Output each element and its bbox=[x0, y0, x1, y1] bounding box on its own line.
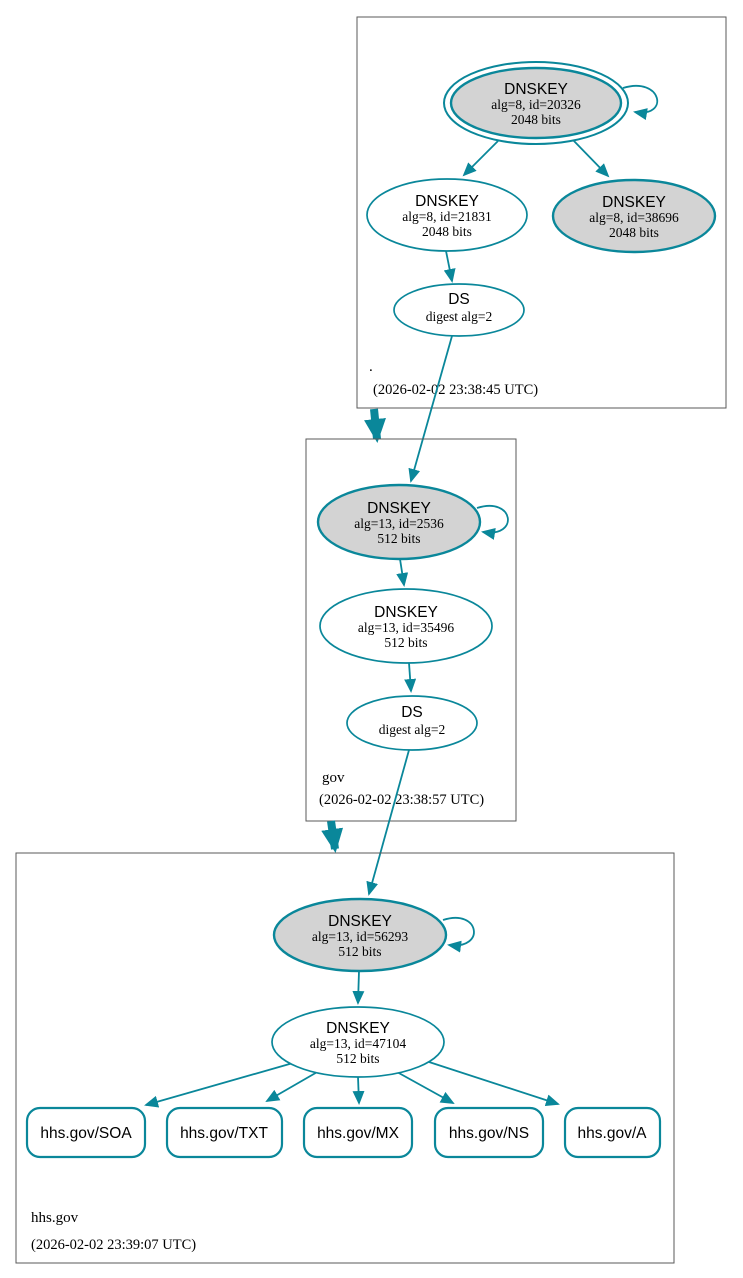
node-type-label: DNSKEY bbox=[326, 1020, 390, 1037]
rrset-box bbox=[563, 1106, 662, 1159]
rrset-node-hhs-gov-ns[interactable]: hhs.gov/NS bbox=[433, 1106, 545, 1159]
edge-root-ksk-to-zsk-21831 bbox=[462, 140, 499, 177]
node-type-label: DS bbox=[401, 704, 423, 721]
edge-hhs-ksk-self-sign bbox=[442, 917, 475, 953]
dnskey-ellipse bbox=[319, 588, 493, 664]
rrset-box bbox=[25, 1106, 147, 1159]
node-detail-label: alg=8, id=21831 bbox=[402, 209, 491, 224]
rrset-box bbox=[165, 1106, 284, 1159]
ds-node-root[interactable]: DS digest alg=2 bbox=[393, 283, 525, 337]
rrset-node-hhs-gov-txt[interactable]: hhs.gov/TXT bbox=[165, 1106, 284, 1159]
node-type-label: DS bbox=[448, 291, 470, 308]
zone-name-label: hhs.gov bbox=[31, 1210, 79, 1226]
rrset-label: hhs.gov/MX bbox=[317, 1125, 400, 1142]
edge-gov-ksk-self-sign bbox=[476, 505, 509, 540]
dnskey-ellipse bbox=[271, 1006, 445, 1078]
node-size-label: 512 bits bbox=[336, 1051, 379, 1066]
zone-box bbox=[356, 16, 727, 409]
rrset-box bbox=[433, 1106, 545, 1159]
node-size-label: 2048 bits bbox=[511, 112, 561, 127]
node-detail-label: digest alg=2 bbox=[379, 722, 445, 737]
dnskey-node-56293[interactable]: DNSKEY alg=13, id=56293 512 bits bbox=[272, 897, 448, 973]
node-detail-label: alg=8, id=38696 bbox=[589, 210, 679, 225]
rrset-node-hhs-gov-soa[interactable]: hhs.gov/SOA bbox=[25, 1106, 147, 1159]
zone-name-label: gov bbox=[322, 770, 345, 786]
edge-gov-ksk-to-zsk bbox=[396, 558, 409, 587]
node-detail-label: alg=8, id=20326 bbox=[491, 97, 581, 112]
node-type-label: DNSKEY bbox=[367, 500, 431, 517]
edge-hhs-zsk-to-mx bbox=[352, 1076, 365, 1105]
node-detail-label: digest alg=2 bbox=[426, 309, 492, 324]
edge-delegation-root-to-gov bbox=[364, 408, 386, 443]
edge-hhs-ksk-to-zsk bbox=[352, 970, 365, 1005]
edge-gov-zsk-to-ds bbox=[404, 662, 417, 693]
dnskey-node-21831[interactable]: DNSKEY alg=8, id=21831 2048 bits bbox=[366, 178, 528, 252]
node-detail-label: alg=13, id=56293 bbox=[312, 929, 408, 944]
zone-box bbox=[305, 438, 517, 822]
node-size-label: 512 bits bbox=[377, 531, 420, 546]
node-size-label: 512 bits bbox=[384, 635, 427, 650]
ds-ellipse bbox=[346, 695, 478, 751]
rrset-node-hhs-gov-mx[interactable]: hhs.gov/MX bbox=[302, 1106, 414, 1159]
zone-gov: DNSKEY alg=13, id=2536 512 bits DNSKEY a… bbox=[305, 438, 517, 822]
edge-hhs-zsk-to-soa bbox=[144, 1062, 294, 1108]
rrset-node-hhs-gov-a[interactable]: hhs.gov/A bbox=[563, 1106, 662, 1159]
zone-root: DNSKEY alg=8, id=20326 2048 bits DNSKEY … bbox=[356, 16, 727, 409]
dnskey-ellipse bbox=[366, 178, 528, 252]
node-type-label: DNSKEY bbox=[328, 913, 392, 930]
zone-box bbox=[15, 852, 675, 1264]
node-detail-label: alg=13, id=2536 bbox=[354, 516, 444, 531]
dnskey-ellipse bbox=[272, 897, 448, 973]
edge-hhs-zsk-to-ns bbox=[396, 1071, 455, 1104]
node-size-label: 2048 bits bbox=[422, 224, 472, 239]
node-size-label: 512 bits bbox=[338, 944, 381, 959]
edge-root-ksk-self-sign bbox=[622, 85, 659, 120]
dnskey-ellipse bbox=[449, 66, 623, 140]
edge-root-ds-to-gov-dnskey bbox=[408, 335, 453, 483]
edge-hhs-zsk-to-a bbox=[428, 1061, 560, 1106]
rrset-label: hhs.gov/A bbox=[578, 1125, 648, 1142]
edge-delegation-gov-to-hhs bbox=[321, 820, 344, 853]
zone-timestamp: (2026-02-02 23:38:57 UTC) bbox=[319, 792, 484, 808]
dnskey-node-2536[interactable]: DNSKEY alg=13, id=2536 512 bits bbox=[316, 483, 482, 561]
dnskey-node-38696[interactable]: DNSKEY alg=8, id=38696 2048 bits bbox=[551, 178, 717, 254]
edge-hhs-zsk-to-txt bbox=[265, 1070, 320, 1102]
node-detail-label: alg=13, id=35496 bbox=[358, 620, 454, 635]
node-size-label: 2048 bits bbox=[609, 225, 659, 240]
dnskey-ellipse bbox=[551, 178, 717, 254]
node-type-label: DNSKEY bbox=[374, 604, 438, 621]
ds-node-gov[interactable]: DS digest alg=2 bbox=[346, 695, 478, 751]
edge-gov-ds-to-hhs-dnskey bbox=[366, 749, 410, 896]
rrset-label: hhs.gov/NS bbox=[449, 1125, 529, 1142]
ds-ellipse bbox=[393, 283, 525, 337]
rrset-label: hhs.gov/TXT bbox=[180, 1125, 268, 1142]
node-detail-label: alg=13, id=47104 bbox=[310, 1036, 406, 1051]
node-type-label: DNSKEY bbox=[602, 194, 666, 211]
dnskey-node-47104[interactable]: DNSKEY alg=13, id=47104 512 bits bbox=[271, 1006, 445, 1078]
node-type-label: DNSKEY bbox=[415, 193, 479, 210]
node-type-label: DNSKEY bbox=[504, 81, 568, 98]
rrset-label: hhs.gov/SOA bbox=[40, 1125, 132, 1142]
zone-name-label: . bbox=[369, 359, 373, 375]
rrset-box bbox=[302, 1106, 414, 1159]
edge-root-ksk-to-key-38696 bbox=[572, 139, 610, 178]
edge-root-zsk-to-ds bbox=[443, 250, 456, 283]
dnskey-node-35496[interactable]: DNSKEY alg=13, id=35496 512 bits bbox=[319, 588, 493, 664]
zone-timestamp: (2026-02-02 23:38:45 UTC) bbox=[373, 382, 538, 398]
zone-hhs-gov: DNSKEY alg=13, id=56293 512 bits DNSKEY … bbox=[15, 852, 675, 1264]
dnskey-ellipse bbox=[316, 483, 482, 561]
dnskey-node-20326[interactable]: DNSKEY alg=8, id=20326 2048 bits bbox=[443, 61, 629, 145]
zone-timestamp: (2026-02-02 23:39:07 UTC) bbox=[31, 1237, 196, 1253]
